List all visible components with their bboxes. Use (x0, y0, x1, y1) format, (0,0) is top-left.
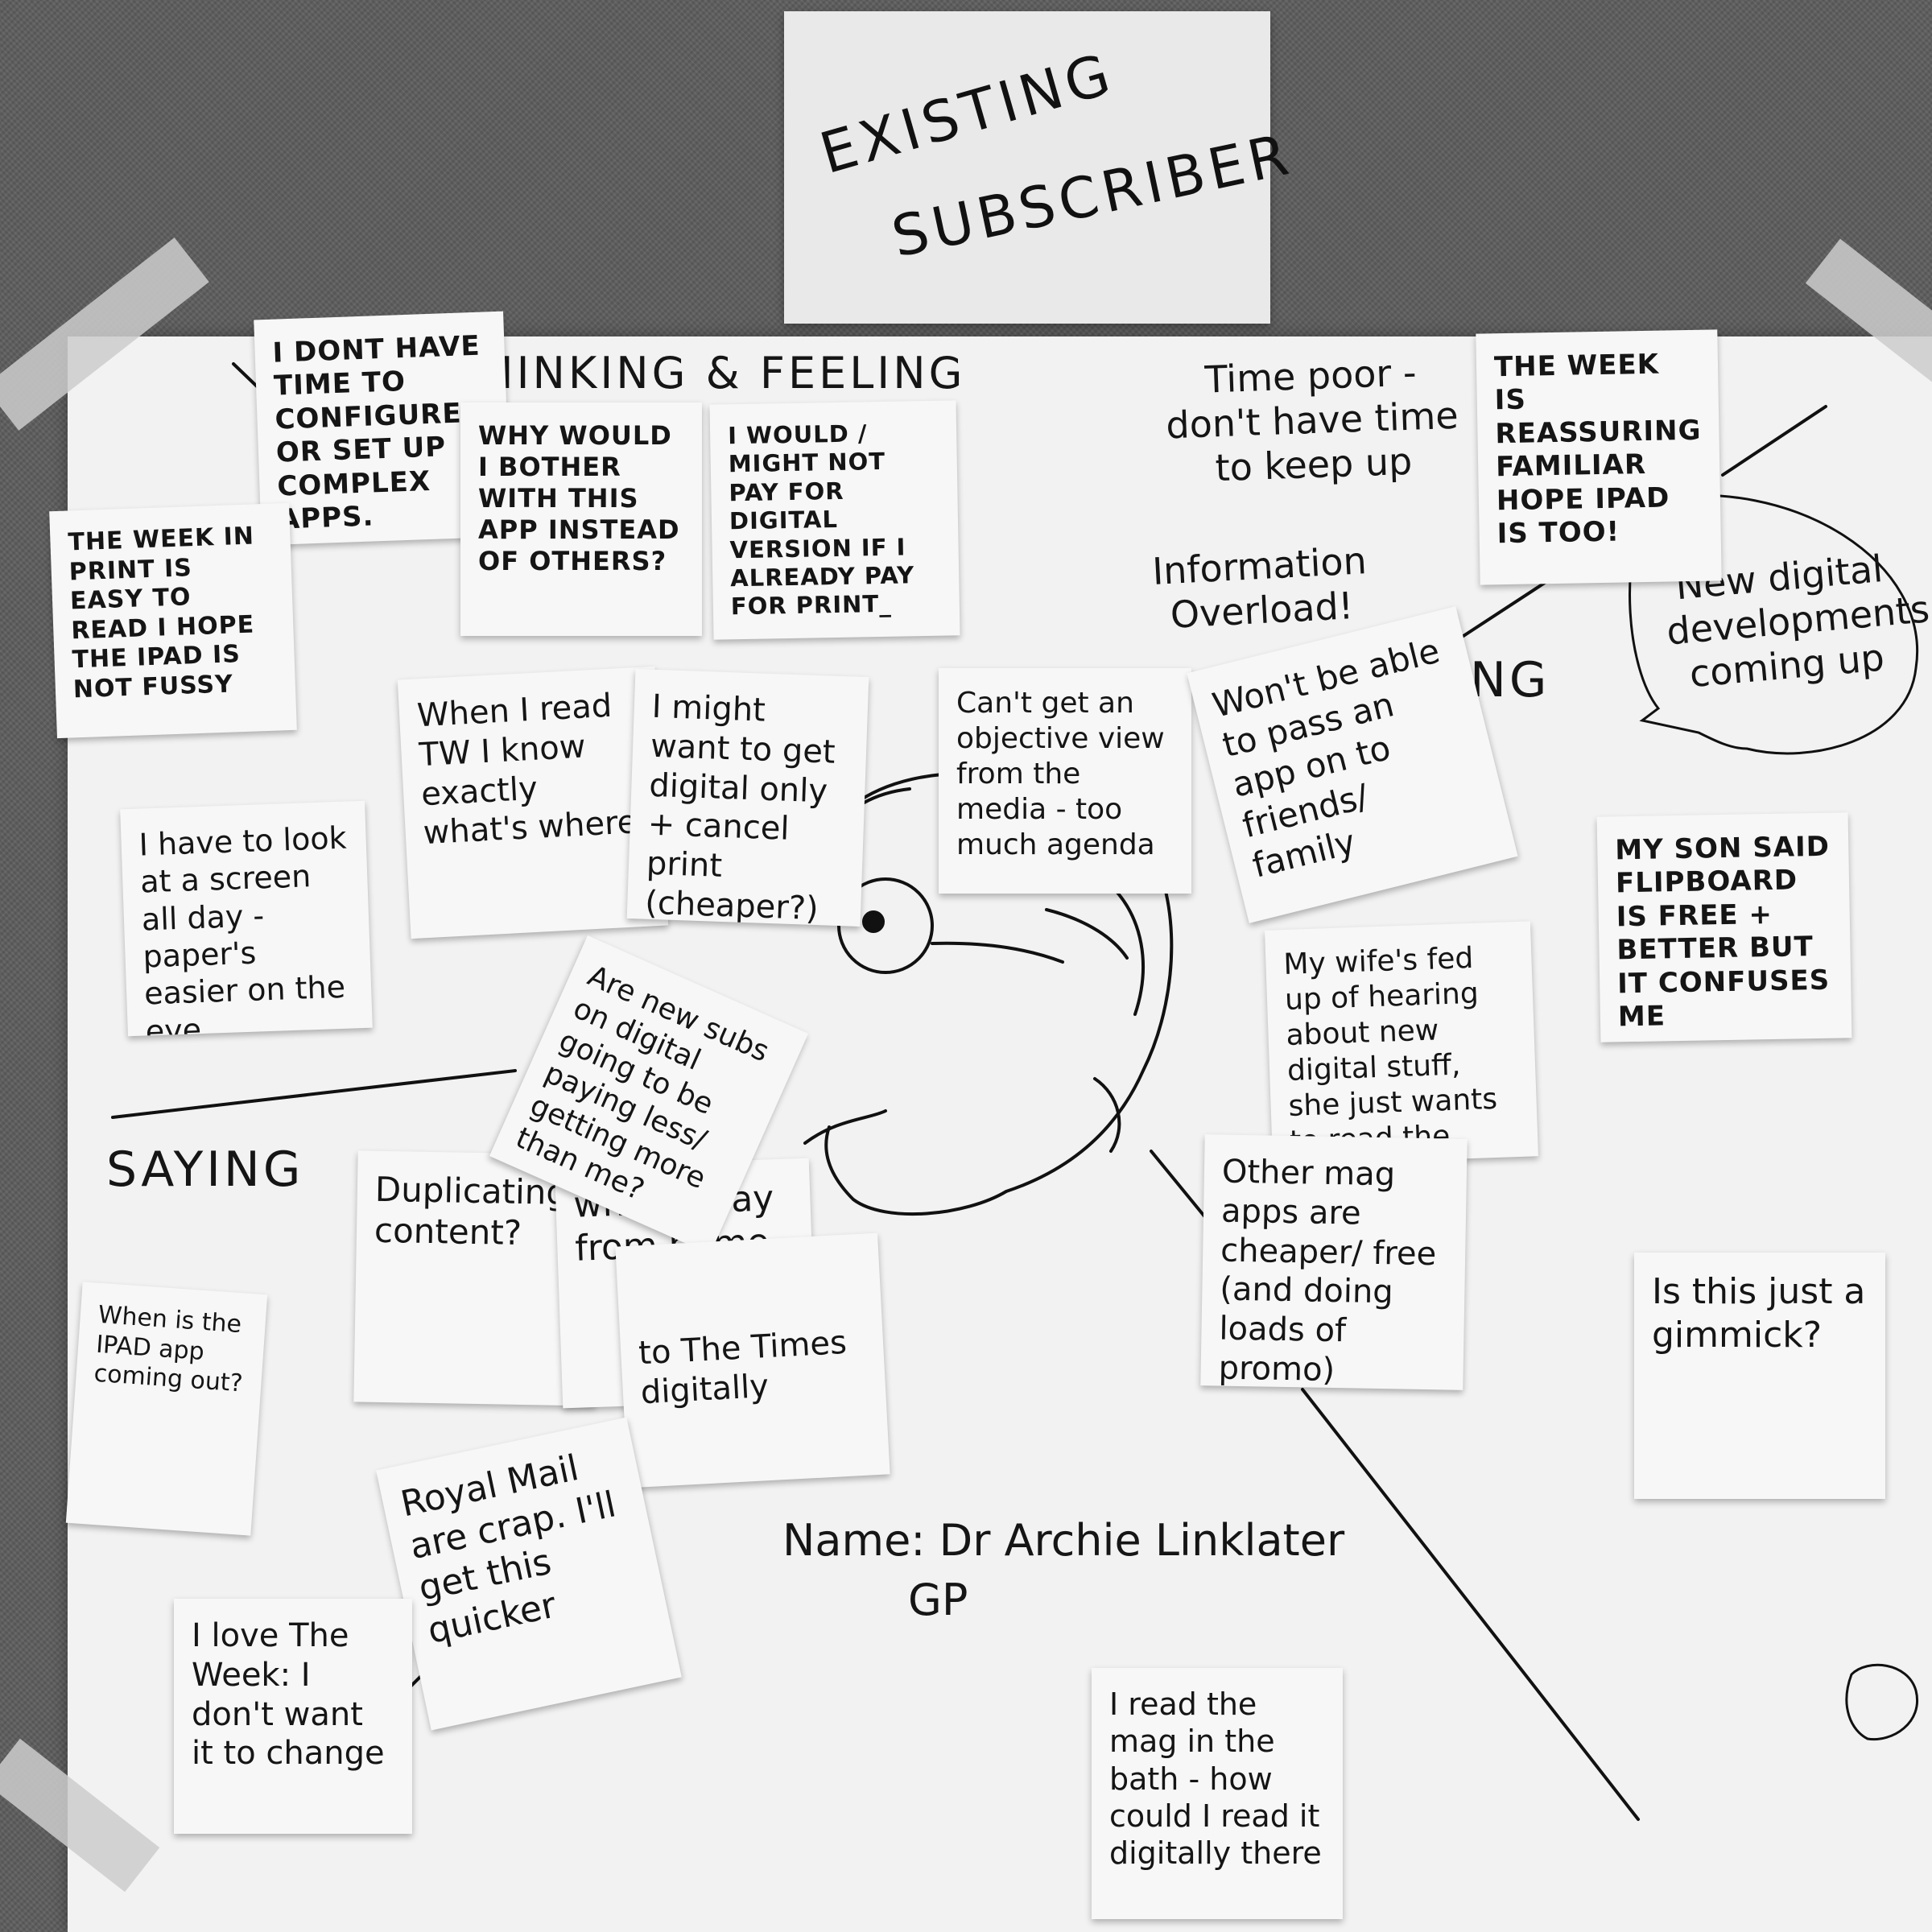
sticky-note-the-times: to The Times digitally (615, 1232, 890, 1488)
note-text: I love The Week: I don't want it to chan… (192, 1617, 385, 1773)
note-text: Other mag apps are cheaper/ free (and do… (1218, 1153, 1437, 1389)
note-text: I read the mag in the bath - how could I… (1109, 1686, 1322, 1872)
note-text: Royal Mail are crap. I'll get this quick… (397, 1447, 620, 1652)
note-text: WHY WOULD I BOTHER WITH THIS APP instead… (478, 420, 680, 577)
sticky-note-week-in-print: THE WEEK IN PRINT IS EASY TO READ I HOPE… (49, 502, 297, 739)
note-text: When is the IPAD app coming out? (93, 1300, 244, 1398)
note-text: THE WEEK IS REASSURING FAMILIAR hope iPa… (1493, 348, 1702, 551)
sticky-note-look-at-screen: I have to look at a screen all day - pap… (120, 800, 373, 1037)
note-text: Is this just a gimmick? (1652, 1271, 1866, 1356)
quadrant-label-doing: NG (1470, 652, 1550, 708)
note-text: I WOULD / MIGHT NOT PAY FOR DIGITAL VERS… (727, 419, 915, 621)
sticky-note-when-ipad-app: When is the IPAD app coming out? (65, 1282, 268, 1536)
note-text: When I read TW I know exactly what's whe… (415, 687, 638, 852)
sticky-note-other-mag-apps: Other mag apps are cheaper/ free (and do… (1200, 1134, 1468, 1390)
information-overload-text: Information Overload! (1151, 539, 1368, 638)
note-text: My wife's fed up of hearing about new di… (1282, 941, 1498, 1166)
time-poor-text: Time poor - don't have time to keep up (1165, 350, 1459, 490)
persona-role: GP (908, 1575, 968, 1625)
note-text: I have to look at a screen all day - pap… (138, 819, 348, 1037)
sticky-note-love-the-week: I love The Week: I don't want it to chan… (174, 1599, 412, 1834)
note-text: Can't get an objective view from the med… (956, 687, 1165, 861)
sticky-note-objective-view: Can't get an objective view from the med… (939, 668, 1191, 894)
sticky-note-royal-mail: Royal Mail are crap. I'll get this quick… (376, 1417, 682, 1731)
quadrant-label-thinking-feeling: THINKING & FEELING (451, 348, 966, 398)
sticky-note-my-son: MY SON SAID FLIPBOARD IS FREE + BETTER b… (1596, 812, 1852, 1042)
note-text: Won't be able to pass an app on to frien… (1208, 630, 1444, 886)
sticky-note-read-in-bath: I read the mag in the bath - how could I… (1092, 1668, 1343, 1919)
sticky-note-might-want-digital: I might want to get digital only + cance… (626, 669, 869, 927)
sticky-note-week-reassuring: THE WEEK IS REASSURING FAMILIAR hope iPa… (1476, 329, 1722, 585)
persona-name: Name: Dr Archie Linklater (782, 1515, 1345, 1566)
persona-title-card: EXISTING SUBSCRIBER (784, 11, 1298, 324)
sticky-note-wife-fed-up: My wife's fed up of hearing about new di… (1265, 921, 1538, 1166)
note-text: I might want to get digital only + cance… (644, 687, 836, 927)
sticky-note-why-would: WHY WOULD I BOTHER WITH THIS APP instead… (460, 402, 702, 636)
note-text: to The Times digitally (638, 1323, 848, 1412)
sticky-note-is-this-gimmick: Is this just a gimmick? (1634, 1253, 1885, 1499)
sticky-note-would-not-pay: I WOULD / MIGHT NOT PAY FOR DIGITAL VERS… (709, 400, 960, 640)
note-text: THE WEEK IN PRINT IS EASY TO READ I HOPE… (67, 522, 255, 704)
quadrant-label-saying: SAYING (106, 1141, 304, 1198)
note-text: MY SON SAID FLIPBOARD IS FREE + BETTER b… (1614, 830, 1831, 1034)
